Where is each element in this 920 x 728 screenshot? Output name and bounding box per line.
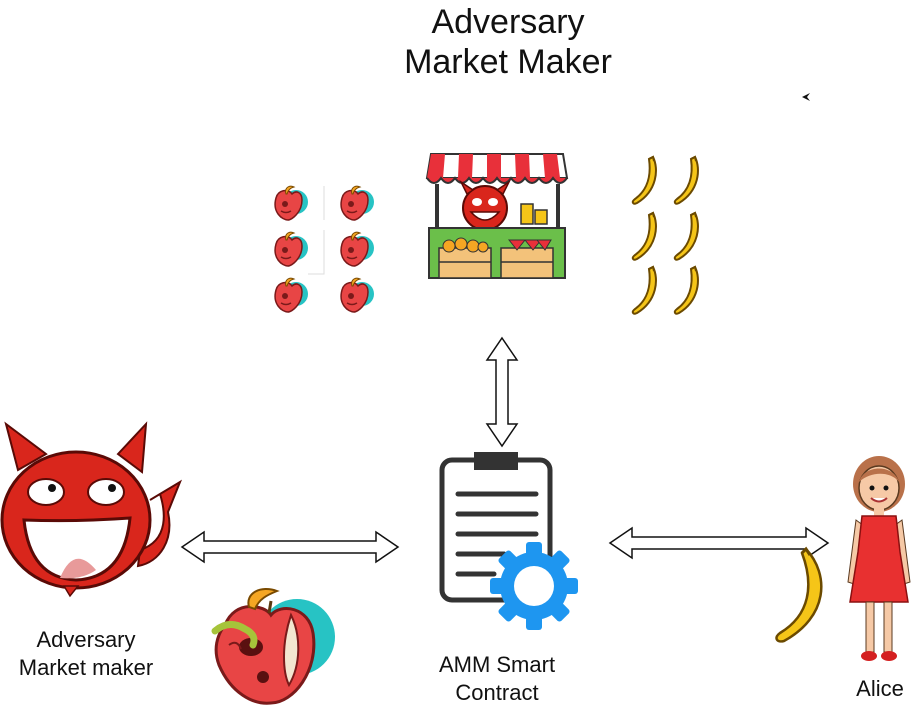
alice-label-text: Alice — [856, 676, 904, 701]
alice-label: Alice — [840, 675, 920, 703]
title-line-1: Adversary — [431, 3, 585, 41]
adversary-label-line-2: Market maker — [18, 655, 154, 680]
contract-label: AMM Smart Contract — [412, 651, 582, 707]
banana-grid — [631, 156, 699, 315]
rotten-apple-icon — [211, 588, 335, 705]
cursor-icon — [802, 93, 810, 101]
market-stall-icon — [425, 153, 569, 279]
rotten-apple-grid — [274, 185, 375, 313]
contract-label-line-1: AMM Smart — [438, 652, 556, 677]
contract-label-line-2: Contract — [455, 680, 539, 705]
title-line-2: Market Maker — [404, 43, 612, 81]
devil-face-icon — [0, 421, 183, 598]
banana-icon — [775, 546, 823, 643]
left-double-arrow[interactable] — [180, 530, 400, 564]
woman-icon — [847, 456, 911, 661]
vertical-double-arrow[interactable] — [484, 336, 520, 448]
right-double-arrow[interactable] — [608, 526, 830, 560]
contract-gear-icon — [439, 452, 578, 630]
adversary-label-line-1: Adversary — [36, 627, 136, 652]
adversary-label: Adversary Market maker — [0, 626, 172, 682]
diagram-title: Adversary Market Maker — [0, 2, 920, 82]
